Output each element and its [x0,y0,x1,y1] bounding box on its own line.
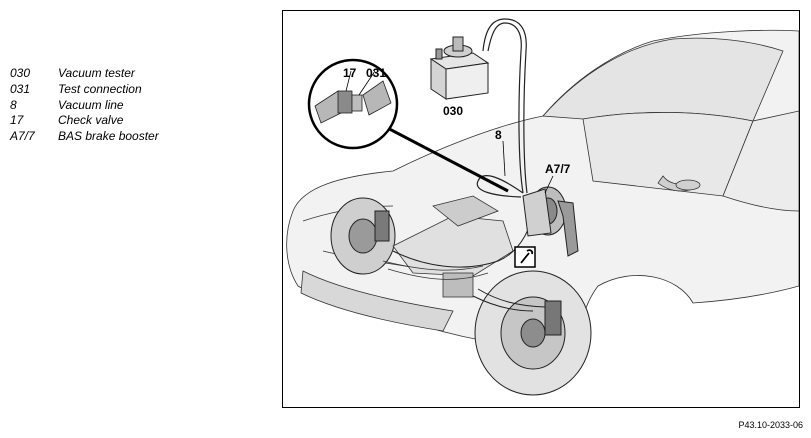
legend-row-031: 031 Test connection [10,82,159,98]
legend-row-030: 030 Vacuum tester [10,66,159,82]
legend: 030 Vacuum tester 031 Test connection 8 … [10,66,159,145]
legend-code: A7/7 [10,129,35,144]
callout-030: 030 [443,104,463,118]
diagram-frame: 17 031 030 8 A7/7 [282,10,800,408]
legend-row-17: 17 Check valve [10,113,159,129]
front-left-brake-disc [330,197,396,275]
legend-label: Vacuum line [58,97,124,112]
front-right-wheel [474,270,592,396]
legend-row-a77: A7/7 BAS brake booster [10,129,159,145]
callout-031: 031 [366,66,386,80]
engine-bay [382,195,514,298]
detail-view [307,58,509,193]
vacuum-line [476,18,528,198]
vacuum-tester [429,36,490,100]
callout-a77: A7/7 [545,162,571,176]
legend-label: Vacuum tester [58,66,135,80]
legend-label: BAS brake booster [58,129,159,144]
legend-label: Test connection [58,81,142,96]
figure-reference: P43.10-2033-06 [738,420,803,430]
legend-row-8: 8 Vacuum line [10,98,159,114]
legend-code: 031 [10,81,31,96]
legend-label: Check valve [58,113,124,128]
wrench-in-box-icon [514,246,536,268]
brake-booster [522,186,579,257]
callout-17: 17 [343,66,357,80]
vacuum-test-diagram: 17 031 030 8 A7/7 [286,18,799,396]
legend-code: 030 [10,66,31,80]
callout-8: 8 [495,128,502,142]
legend-code: 8 [10,97,17,112]
legend-code: 17 [10,113,24,128]
leader-lines [502,140,554,194]
